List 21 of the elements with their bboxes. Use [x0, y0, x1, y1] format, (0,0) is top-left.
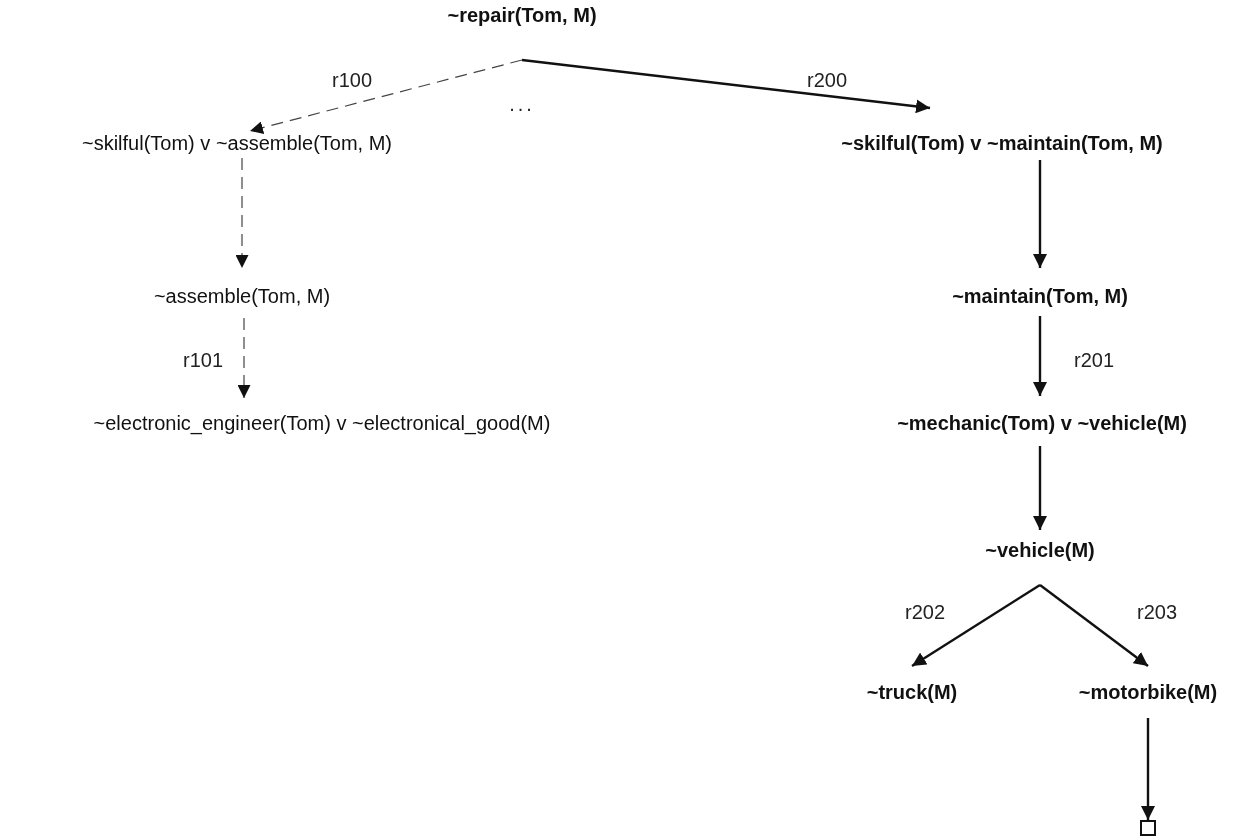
clause-text: ~truck(M) [866, 680, 958, 704]
clause-text: ~vehicle(M) [985, 538, 1095, 562]
dashed-arrow [235, 157, 249, 269]
clause-text: ~repair(Tom, M) [447, 3, 597, 27]
clause-text: ~skilful(Tom) v ~assemble(Tom, M) [81, 131, 393, 155]
arrow [1141, 718, 1155, 820]
clause-text: ~maintain(Tom, M) [952, 284, 1128, 308]
arrow [1033, 446, 1047, 530]
dashed-arrow [237, 317, 251, 399]
clause-text: ~skilful(Tom) v ~maintain(Tom, M) [841, 131, 1163, 155]
clause-text: ~assemble(Tom, M) [153, 284, 331, 308]
clause-text: ~electronic_engineer(Tom) v ~electronical_good(M) [93, 411, 551, 435]
arrow [1039, 584, 1149, 667]
arrow [911, 584, 1041, 667]
arrow [1033, 160, 1047, 268]
clause-text: ~motorbike(M) [1078, 680, 1218, 704]
arrow [521, 58, 931, 114]
empty-square [1140, 820, 1156, 836]
arrow [1033, 316, 1047, 396]
clause-text: ~mechanic(Tom) v ~vehicle(M) [897, 411, 1187, 435]
dashed-arrow [249, 59, 523, 134]
